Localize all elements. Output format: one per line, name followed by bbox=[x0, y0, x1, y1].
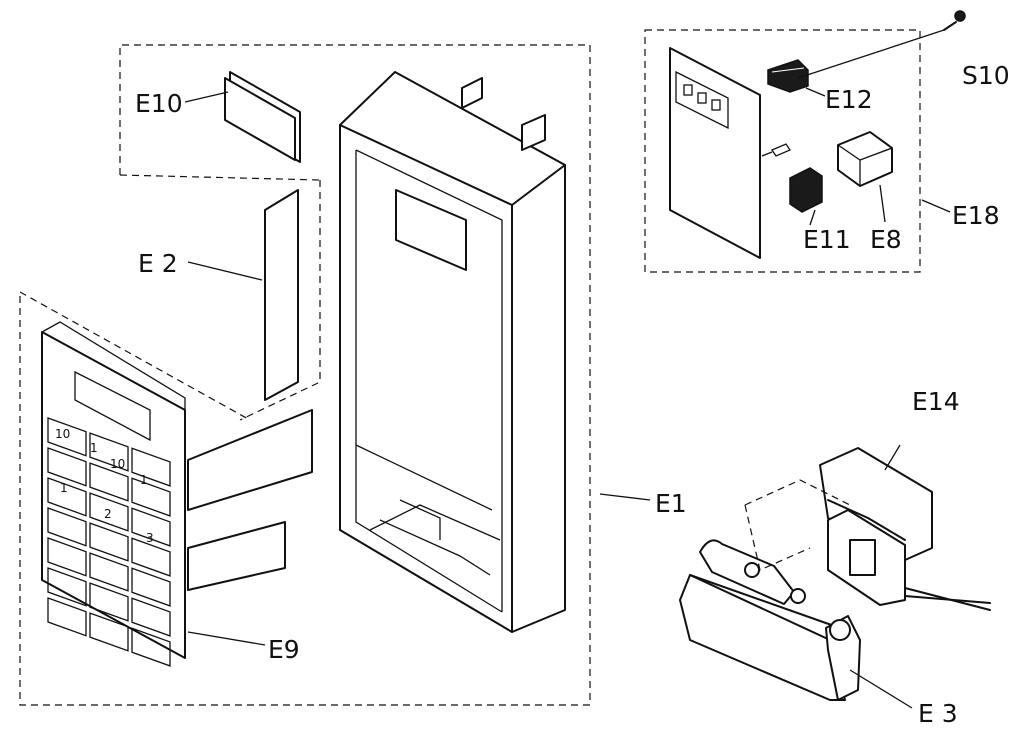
key-label-2: 2 bbox=[104, 507, 112, 521]
label-e12: E12 bbox=[825, 85, 873, 114]
label-e11: E11 bbox=[803, 225, 851, 254]
control-board-group-outline bbox=[644, 29, 921, 273]
keypad-key bbox=[131, 507, 171, 547]
part-e11-relay bbox=[789, 167, 823, 213]
key-label-10b: 10 bbox=[110, 457, 125, 471]
part-e9-keypad bbox=[41, 321, 186, 667]
keypad-key bbox=[47, 537, 87, 577]
keypad-key bbox=[47, 477, 87, 517]
label-e14: E14 bbox=[912, 387, 960, 416]
keypad-key bbox=[131, 477, 171, 517]
keypad-key bbox=[89, 432, 129, 472]
key-label-3: 3 bbox=[146, 531, 154, 545]
keypad-key bbox=[47, 597, 87, 637]
key-label-1a: 1 bbox=[90, 441, 98, 455]
keypad-key bbox=[131, 537, 171, 577]
label-e3: E 3 bbox=[918, 699, 958, 728]
label-e2: E 2 bbox=[138, 249, 178, 278]
keypad-key bbox=[89, 612, 129, 652]
keypad-key bbox=[89, 522, 129, 562]
keypad-key bbox=[89, 462, 129, 502]
leader-lines bbox=[184, 87, 951, 709]
keypad-key bbox=[89, 552, 129, 592]
key-label-1b: 1 bbox=[140, 473, 148, 487]
s10-leader-line bbox=[797, 29, 945, 79]
label-e1: E1 bbox=[655, 489, 687, 518]
label-e18: E18 bbox=[952, 201, 1000, 230]
key-label-10a: 10 bbox=[55, 427, 70, 441]
keypad-key bbox=[47, 567, 87, 607]
part-e14-bracket bbox=[744, 447, 991, 611]
part-e2-strip bbox=[264, 189, 299, 401]
part-strip-upper bbox=[187, 409, 313, 511]
part-e3-latch bbox=[679, 539, 861, 701]
part-e18-board bbox=[669, 47, 791, 259]
keypad-key bbox=[47, 417, 87, 457]
keypad-key bbox=[131, 447, 171, 487]
part-e1-frame bbox=[339, 71, 566, 633]
keypad-key bbox=[47, 447, 87, 487]
keypad-key bbox=[89, 492, 129, 532]
part-s10-screw bbox=[943, 10, 966, 31]
part-e12-relay bbox=[767, 59, 809, 93]
part-e10-panel bbox=[224, 71, 301, 163]
key-label-1c: 1 bbox=[60, 481, 68, 495]
label-e9: E9 bbox=[268, 635, 300, 664]
label-e8: E8 bbox=[870, 225, 902, 254]
keypad-key bbox=[131, 567, 171, 607]
control-panel-group-outline bbox=[19, 44, 591, 706]
keypad-key bbox=[89, 582, 129, 622]
keypad-key bbox=[131, 627, 171, 667]
label-e10: E10 bbox=[135, 89, 183, 118]
part-e8-component bbox=[837, 131, 893, 187]
part-strip-lower bbox=[187, 521, 286, 591]
keypad-key bbox=[131, 597, 171, 637]
label-s10: S10 bbox=[962, 61, 1010, 90]
keypad-key bbox=[47, 507, 87, 547]
